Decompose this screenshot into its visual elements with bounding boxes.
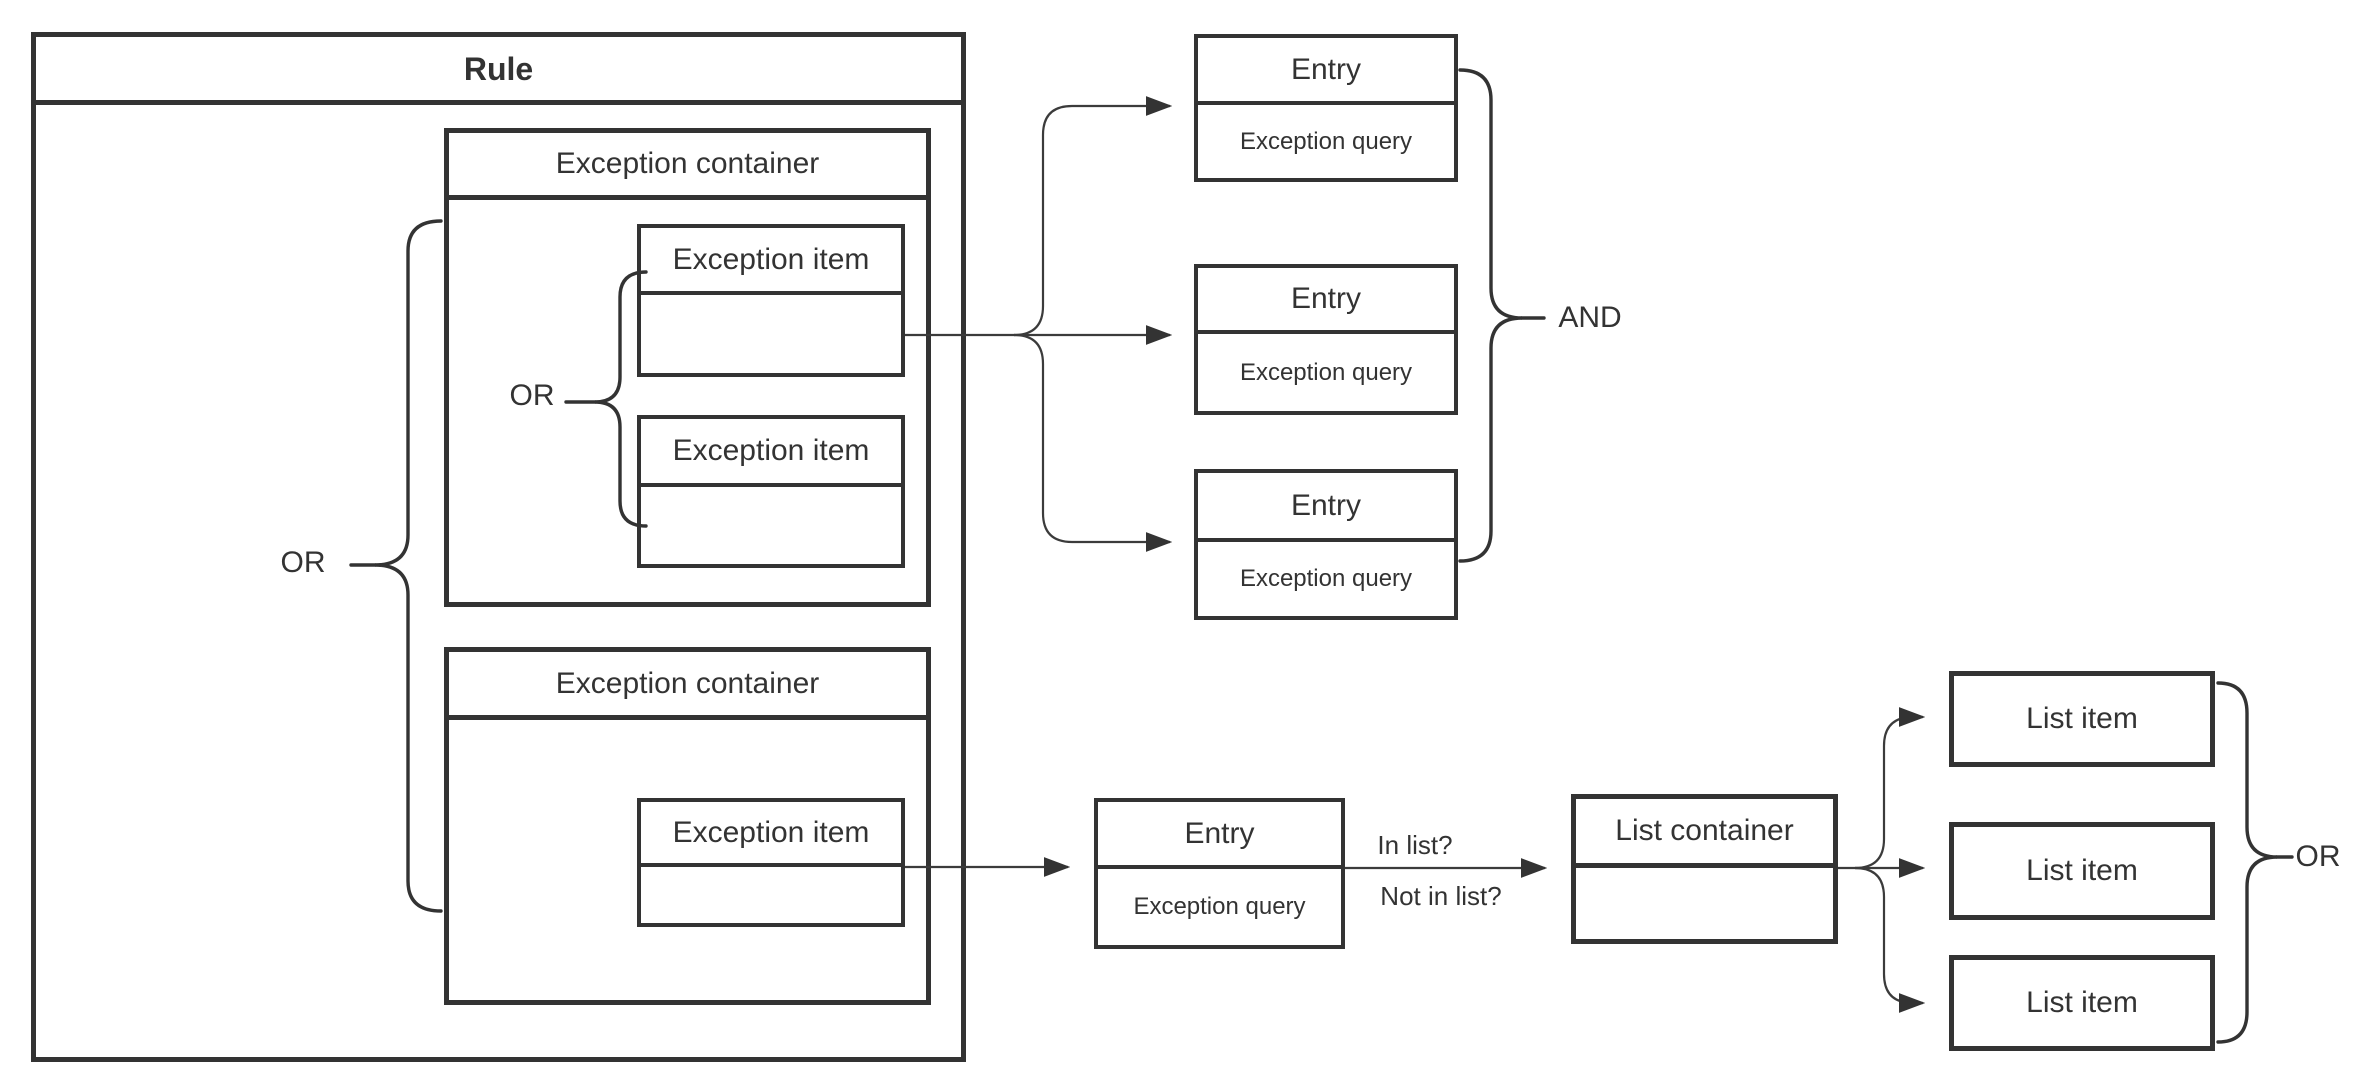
- exception-item-3-title: Exception item: [641, 802, 901, 867]
- inner-or-label: OR: [509, 379, 555, 412]
- brace-inner-or: [564, 270, 648, 528]
- list-item-2: List item: [1949, 822, 2215, 920]
- entry-3-title: Entry: [1198, 473, 1454, 542]
- entry-4-query: Exception query: [1133, 893, 1306, 920]
- entry-1-query: Exception query: [1239, 127, 1413, 155]
- brace-and: [1458, 68, 1546, 563]
- outer-or-label: OR: [280, 546, 326, 579]
- not-in-list-label: Not in list?: [1380, 881, 1502, 911]
- rule-title: Rule: [36, 37, 961, 105]
- entry-box-3: Entry Exception query: [1194, 469, 1458, 620]
- list-item-1: List item: [1949, 671, 2215, 767]
- entry-2-query: Exception query: [1239, 358, 1413, 386]
- entry-3-query: Exception query: [1239, 565, 1413, 592]
- entry-box-1: Entry Exception query: [1194, 34, 1458, 182]
- list-container-title: List container: [1576, 799, 1833, 868]
- list-item-3: List item: [1949, 955, 2215, 1051]
- exception-item-2: Exception item: [637, 415, 905, 568]
- fan-item1-to-entries: [905, 96, 1173, 552]
- exception-item-3: Exception item: [637, 798, 905, 927]
- entry-1-title: Entry: [1198, 38, 1454, 105]
- exception-item-1: Exception item: [637, 224, 905, 377]
- exception-item-2-title: Exception item: [641, 419, 901, 487]
- exception-container-1-title: Exception container: [449, 133, 926, 200]
- brace-outer-or: [349, 219, 443, 913]
- entry-box-4: Entry Exception query: [1094, 798, 1345, 949]
- and-label: AND: [1558, 301, 1622, 334]
- entry-2-title: Entry: [1198, 268, 1454, 334]
- list-or-label: OR: [2295, 840, 2341, 873]
- exception-item-1-title: Exception item: [641, 228, 901, 295]
- fan-list-container-to-list-items: [1838, 707, 1926, 1013]
- entry-box-2: Entry Exception query: [1194, 264, 1458, 415]
- rule-title-label: Rule: [463, 50, 534, 87]
- exception-container-2-title: Exception container: [449, 652, 926, 720]
- in-list-label: In list?: [1377, 830, 1453, 860]
- entry-4-title: Entry: [1098, 802, 1341, 869]
- brace-list-or: [2216, 681, 2294, 1044]
- list-container-box: List container: [1571, 794, 1838, 944]
